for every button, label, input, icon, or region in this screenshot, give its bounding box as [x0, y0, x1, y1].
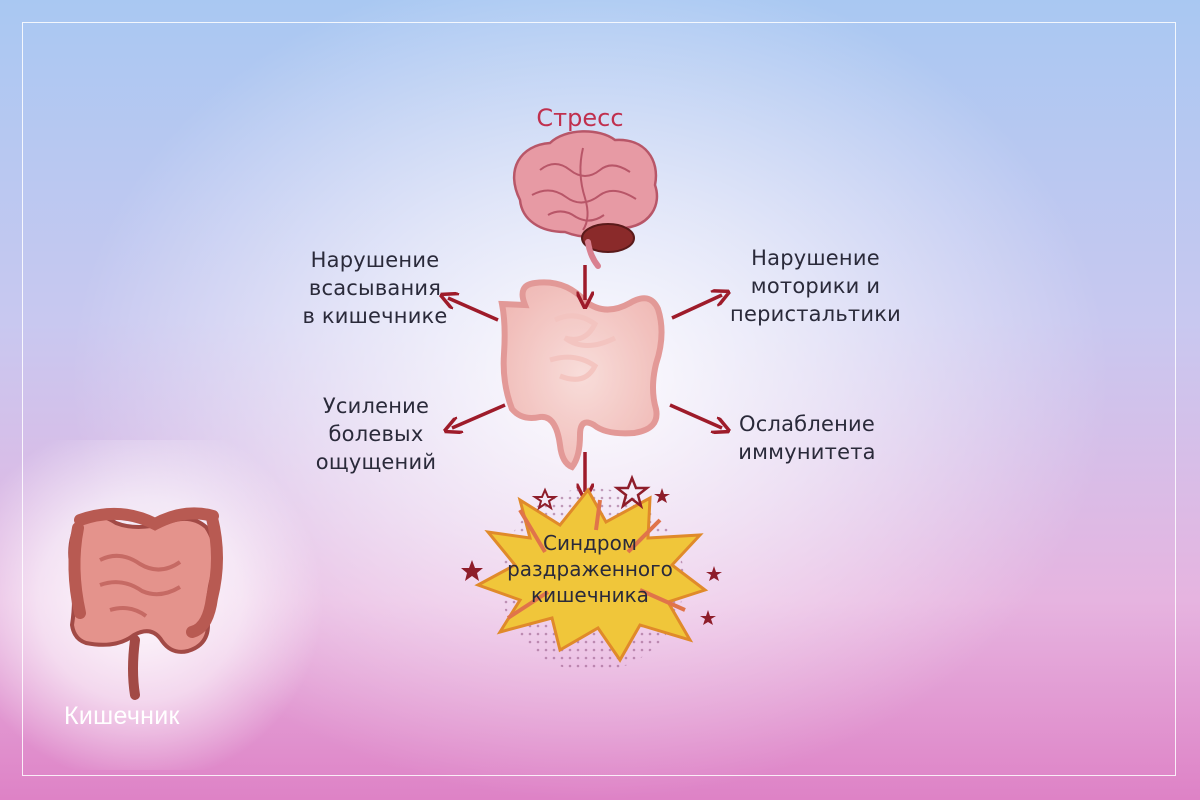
effect-immunity-label: Ослабление иммунитета — [732, 410, 882, 466]
arrow-pain — [452, 405, 505, 428]
effect-motility-label: Нарушение моторики и перистальтики — [728, 244, 903, 328]
intestine-center-icon — [502, 282, 662, 467]
arrow-absorption — [448, 298, 498, 320]
effect-pain-label: Усиление болевых ощущений — [312, 392, 440, 476]
star-icon — [654, 488, 670, 503]
star-icon — [461, 560, 483, 581]
arrow-immunity — [670, 405, 722, 428]
intestine-corner-icon — [70, 513, 217, 695]
intestine-caption: Кишечник — [64, 702, 180, 731]
stress-title: Стресс — [520, 104, 640, 132]
effect-absorption-label: Нарушение всасывания в кишечнике — [300, 246, 450, 330]
syndrome-label: Синдром раздраженного кишечника — [500, 530, 680, 608]
star-icon — [700, 610, 716, 625]
arrow-motility — [672, 295, 722, 318]
star-icon — [706, 566, 722, 581]
brain-icon — [514, 131, 657, 266]
